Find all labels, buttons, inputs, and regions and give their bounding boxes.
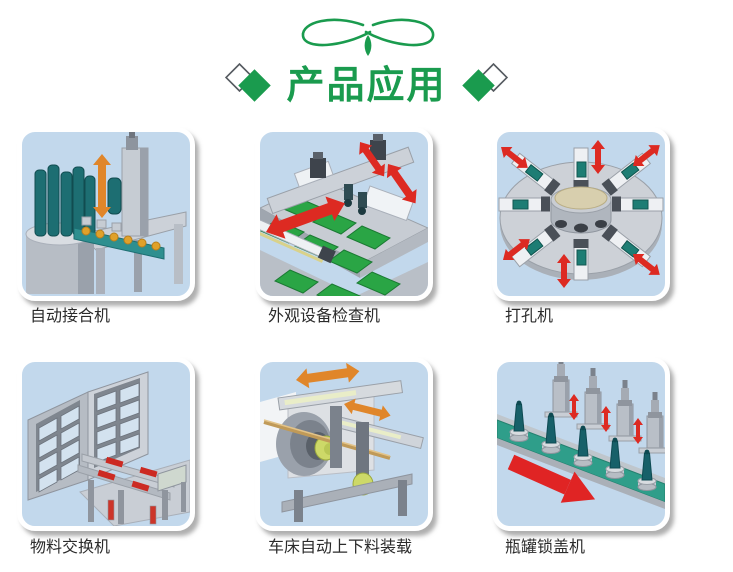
- page-title: 产品应用: [286, 65, 447, 107]
- punching-machine-image: [498, 140, 664, 288]
- product-label: 物料交换机: [30, 539, 111, 556]
- product-card: [255, 127, 433, 301]
- flourish-ornament-icon: [301, 18, 435, 56]
- lathe-auto-load-unload-image: [260, 362, 424, 522]
- auto-bonding-machine-image: [25, 132, 187, 294]
- product-card: [255, 357, 433, 531]
- product-label: 瓶罐锁盖机: [505, 539, 586, 556]
- product-card: [492, 357, 670, 531]
- appearance-inspection-machine-image: [260, 134, 428, 296]
- product-label: 车床自动上下料装载: [268, 539, 413, 556]
- material-exchange-machine-image: [27, 371, 190, 526]
- diamond-ornament-left-icon: [225, 62, 272, 102]
- product-label: 打孔机: [505, 308, 554, 325]
- bottle-capping-machine-image: [497, 362, 665, 509]
- diamond-ornament-right-icon: [461, 62, 508, 102]
- product-card: [17, 127, 195, 301]
- product-card: [17, 357, 195, 531]
- section-title-row: 产品应用: [0, 60, 733, 112]
- product-label: 自动接合机: [30, 308, 111, 325]
- product-card: [492, 127, 670, 301]
- product-label: 外观设备检查机: [268, 308, 381, 325]
